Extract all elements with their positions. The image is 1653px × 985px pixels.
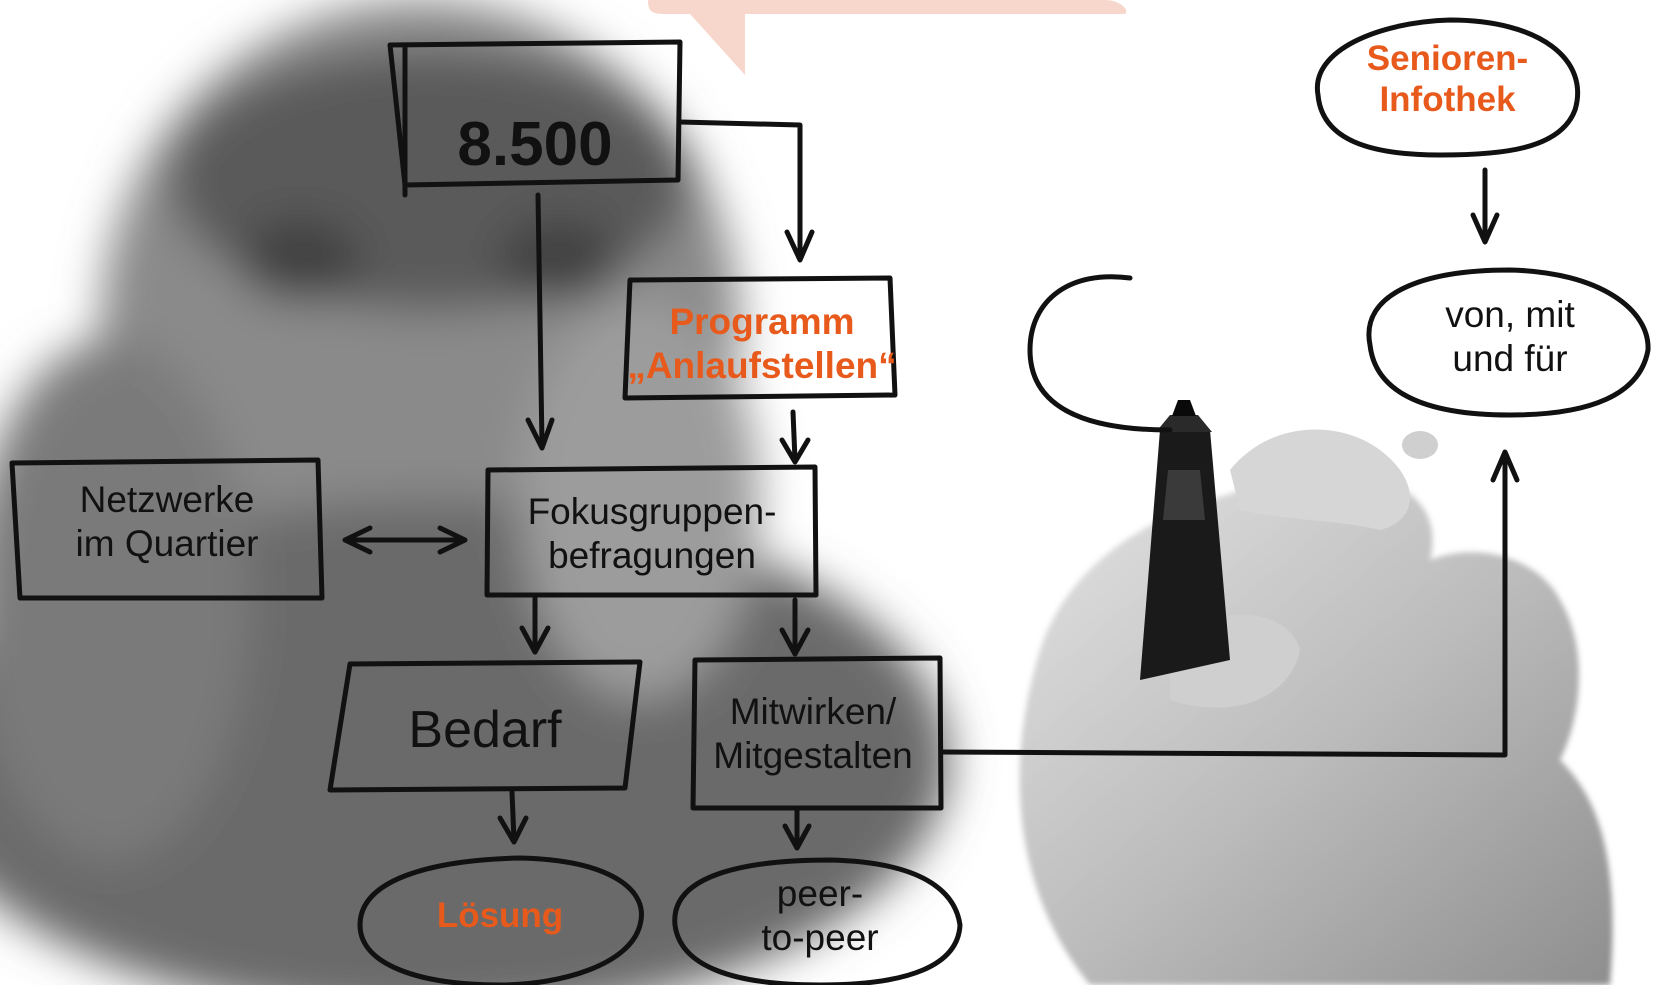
node-program-line1: Programm <box>669 301 855 342</box>
node-vonmit-label: von, mit und für <box>1380 293 1640 380</box>
box-networks <box>9 457 325 601</box>
node-solution-label: Lösung <box>436 896 564 935</box>
node-peer-line1: peer- <box>776 873 864 914</box>
arrow-participate-to-vonmit <box>939 452 1508 758</box>
node-focus-line1: Fokusgruppen- <box>527 491 777 532</box>
node-networks-line2: im Quartier <box>75 522 259 564</box>
node-participate-line2: Mitgestalten <box>713 734 913 776</box>
box-focus <box>484 464 819 598</box>
node-vonmit-line1: von, mit <box>1445 294 1575 335</box>
connector-arrows <box>342 119 1520 851</box>
ellipse-peer <box>672 857 963 985</box>
node-networks-label: Netzwerke im Quartier <box>12 478 322 565</box>
box-count <box>387 39 683 198</box>
ellipse-infothek <box>1314 17 1581 158</box>
node-participate-line1: Mitwirken/ <box>729 691 897 732</box>
arrow-count-to-focus <box>535 192 545 448</box>
box-need <box>327 659 643 793</box>
node-focus-label: Fokusgruppen- befragungen <box>488 490 816 577</box>
node-program-label: Programm „Anlaufstellen“ <box>612 300 912 387</box>
node-peer-line2: to-peer <box>761 916 879 958</box>
speech-bubble-callout <box>648 0 1127 75</box>
node-infothek-label: Senioren- Infothek <box>1320 38 1575 121</box>
box-participate <box>690 655 944 811</box>
open-loop-shape <box>1027 274 1173 433</box>
arrow-program-to-focus <box>790 409 798 463</box>
ellipse-solution <box>357 855 644 985</box>
ellipse-vonmit <box>1366 267 1651 418</box>
node-participate-label: Mitwirken/ Mitgestalten <box>678 690 948 777</box>
arrow-need-to-solution <box>509 789 517 843</box>
node-count-label: 8.500 <box>457 110 613 179</box>
hand-with-marker <box>1019 400 1613 985</box>
node-infothek-line2: Infothek <box>1379 80 1516 120</box>
node-infothek-line1: Senioren- <box>1366 39 1529 78</box>
box-program <box>622 275 898 401</box>
node-vonmit-line2: und für <box>1452 337 1568 379</box>
arrow-count-to-program <box>677 119 803 261</box>
node-focus-line2: befragungen <box>548 534 756 576</box>
node-peer-label: peer- to-peer <box>690 872 950 959</box>
node-program-line2: „Anlaufstellen“ <box>627 344 897 386</box>
node-networks-line1: Netzwerke <box>79 479 255 520</box>
node-need-label: Bedarf <box>408 701 562 759</box>
